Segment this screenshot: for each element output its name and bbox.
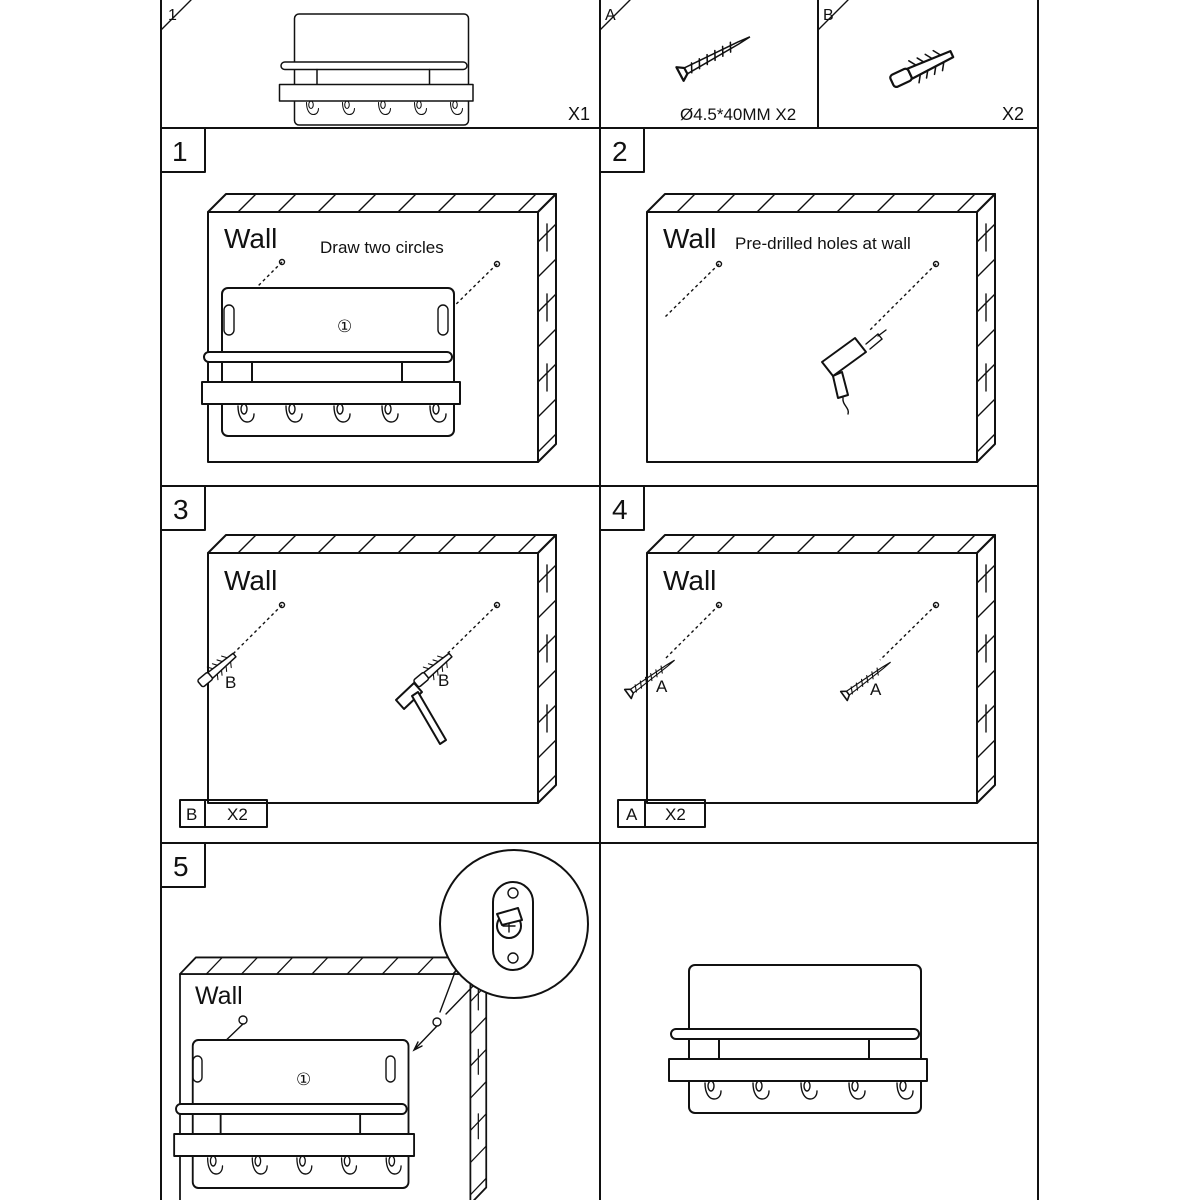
screw-icon (675, 28, 755, 82)
part-1-qty: X1 (568, 104, 590, 124)
step-3-part-right: B (438, 671, 449, 690)
part-a-id: A (605, 7, 616, 24)
shelf-illustration (201, 287, 461, 437)
step-1-panel: 1 Wall Draw two circles ① (160, 127, 557, 463)
step-2-instruction: Pre-drilled holes at wall (735, 234, 911, 253)
step-4-footer-part: A (626, 805, 638, 824)
drill-icon (821, 329, 887, 415)
step-3-part-left: B (225, 673, 236, 692)
step-1-number: 1 (172, 136, 188, 167)
step-3-panel: 3 Wall B B B X2 (160, 485, 557, 828)
step-4-part-left: A (656, 677, 668, 696)
step-3-footer-part: B (186, 805, 197, 824)
step-4-wall-label: Wall (663, 565, 716, 596)
part-1-cell: 1 X1 (160, 0, 590, 126)
part-b-id: B (823, 7, 834, 24)
part-b-qty: X2 (1002, 104, 1024, 124)
shelf-illustration (668, 964, 928, 1114)
hammer-icon (395, 682, 447, 745)
step-4-panel: 4 Wall A A A X2 (599, 485, 996, 828)
step-3-wall-label: Wall (224, 565, 277, 596)
part-marker: ① (296, 1070, 311, 1089)
step-4-footer-qty: X2 (665, 805, 686, 824)
part-1-id: 1 (168, 7, 177, 24)
wall-anchor-icon (885, 42, 959, 95)
step-2-panel: 2 Wall Pre-drilled holes at wall (599, 127, 996, 463)
shelf-illustration (173, 1039, 416, 1189)
step-1-wall-label: Wall (224, 223, 277, 254)
step-4-part-right: A (870, 680, 882, 699)
zoom-detail (439, 849, 589, 999)
step-2-number: 2 (612, 136, 628, 167)
step-4-number: 4 (612, 494, 628, 525)
step-3-number: 3 (173, 494, 189, 525)
step-5-panel: 5 Wall ① (160, 842, 589, 1200)
part-a-qty: Ø4.5*40MM X2 (680, 105, 796, 124)
part-a-cell: A Ø4.5*40MM X2 (599, 0, 796, 124)
final-result-panel (668, 964, 928, 1114)
shelf-illustration (278, 13, 474, 126)
step-5-wall-label: Wall (195, 982, 243, 1010)
step-5-number: 5 (173, 851, 189, 882)
part-marker: ① (337, 317, 352, 336)
step-2-wall-label: Wall (663, 223, 716, 254)
part-b-cell: B X2 (817, 0, 1024, 124)
step-1-instruction: Draw two circles (320, 238, 444, 257)
step-3-footer-qty: X2 (227, 805, 248, 824)
